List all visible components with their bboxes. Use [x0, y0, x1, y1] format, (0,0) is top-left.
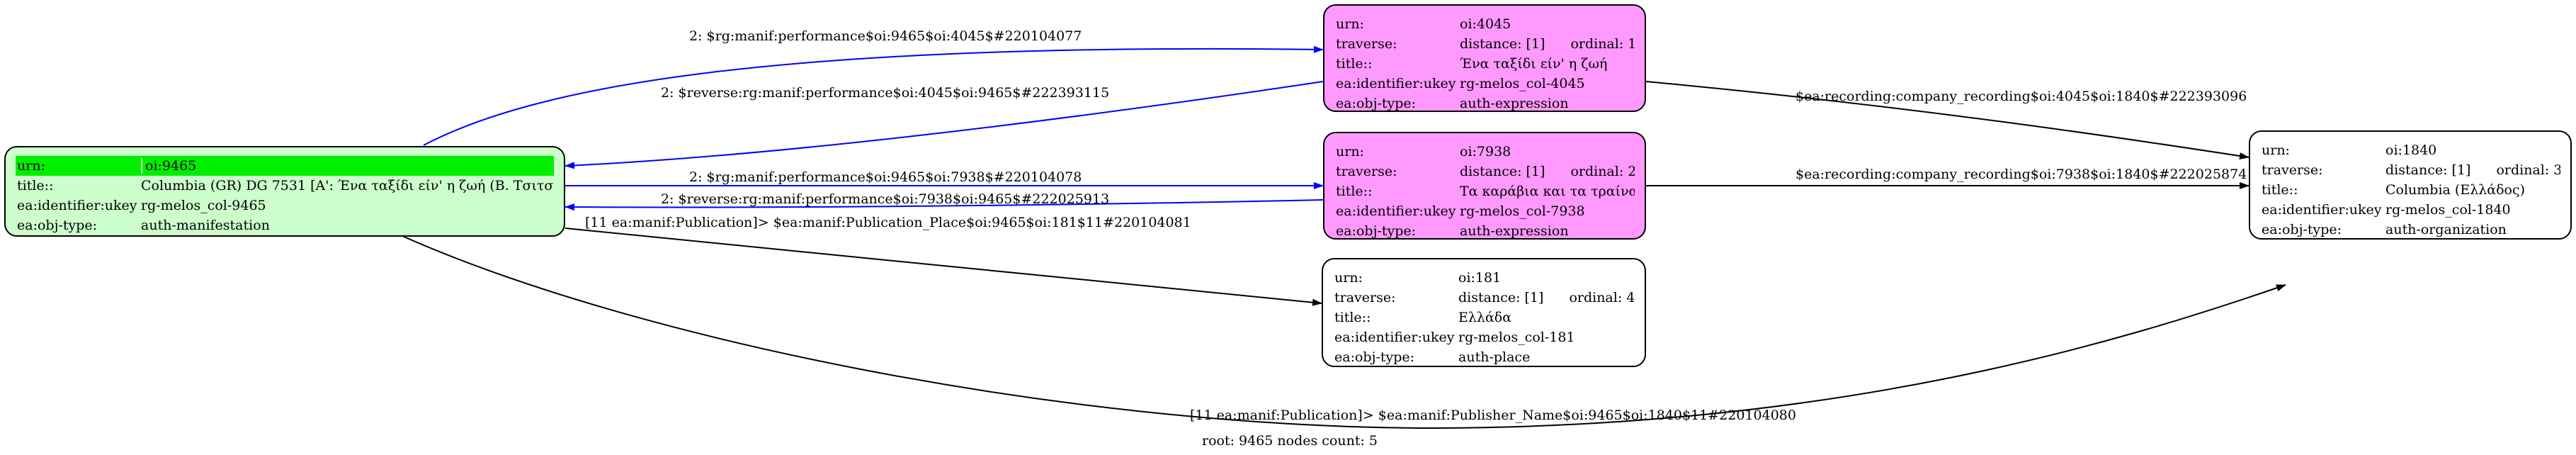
node-value: distance: [1]ordinal: 3: [2385, 162, 2560, 178]
node-row-urn: urn: oi:7938: [1334, 142, 1635, 162]
node-expression-4045[interactable]: urn: oi:4045 traverse: distance: [1]ordi…: [1323, 4, 1646, 112]
node-key: urn:: [1336, 144, 1364, 159]
node-row-traverse: traverse: distance: [1]ordinal: 3: [2260, 160, 2560, 180]
node-row-traverse: traverse: distance: [1]ordinal: 2: [1334, 162, 1635, 181]
edge-label-company-recording-4045-1840: $ea:recording:company_recording$oi:4045$…: [1795, 89, 2247, 104]
node-key: ea:obj-type:: [1334, 349, 1415, 365]
node-key: ea:obj-type:: [1336, 96, 1417, 111]
edge-publication-place-9465-181: [564, 228, 1322, 306]
node-key: traverse:: [1334, 290, 1396, 305]
node-row-obj-type: ea:obj-type: auth-place: [1333, 347, 1635, 367]
node-key: ea:identifier:ukey: [1336, 203, 1456, 219]
edge-reverse-performance-4045-9465: [564, 81, 1324, 169]
node-key: title::: [1334, 310, 1371, 325]
edge-label-company-recording-7938-1840: $ea:recording:company_recording$oi:7938$…: [1795, 167, 2247, 182]
node-row-traverse: traverse: distance: [1]ordinal: 1: [1334, 34, 1635, 54]
node-key: urn:: [1334, 270, 1363, 286]
node-row-urn: urn: oi:181: [1333, 268, 1635, 288]
node-value: oi:9465: [145, 158, 197, 174]
node-row-identifier: ea:identifier:ukey rg-melos_col-181: [1333, 327, 1635, 347]
node-key: traverse:: [1336, 36, 1397, 52]
node-row-title: title:: Ελλάδα: [1333, 308, 1635, 327]
node-key: urn:: [2262, 142, 2290, 158]
node-row-obj-type: ea:obj-type: auth-manifestation: [16, 215, 554, 235]
node-key: ea:identifier:ukey: [2262, 202, 2382, 218]
node-expression-7938[interactable]: urn: oi:7938 traverse: distance: [1]ordi…: [1323, 132, 1646, 240]
node-key: urn:: [16, 158, 142, 174]
node-row-title: title:: Τα καράβια και τα τραίνα: [1334, 181, 1635, 201]
node-value: auth-manifestation: [141, 218, 270, 233]
node-key: ea:obj-type:: [17, 218, 98, 233]
node-row-identifier: ea:identifier:ukey rg-melos_col-7938: [1334, 201, 1635, 221]
node-value: distance: [1]ordinal: 2: [1460, 164, 1635, 179]
node-row-urn: urn: oi:9465: [16, 156, 554, 176]
edge-company-recording-4045-1840: [1645, 81, 2249, 159]
node-key: ea:identifier:ukey: [17, 198, 137, 213]
node-key: title::: [1336, 184, 1373, 199]
node-key: title::: [2262, 182, 2298, 198]
edge-reverse-performance-7938-9465: [564, 199, 1324, 211]
node-value: auth-expression: [1460, 223, 1569, 239]
node-row-title: title:: Columbia (Ελλάδος): [2260, 180, 2560, 200]
node-place-181[interactable]: urn: oi:181 traverse: distance: [1]ordin…: [1322, 258, 1646, 367]
node-row-obj-type: ea:obj-type: auth-organization: [2260, 220, 2560, 240]
node-value: Columbia (GR) DG 7531 [Α': Ένα ταξίδι εί…: [141, 178, 554, 193]
node-row-title: title:: Ένα ταξίδι είν' η ζωή: [1334, 54, 1635, 74]
node-value: oi:1840: [2385, 142, 2437, 158]
node-value: oi:7938: [1460, 144, 1511, 159]
node-row-urn: urn: oi:1840: [2260, 140, 2560, 160]
node-key: urn:: [1336, 16, 1364, 32]
node-key: ea:obj-type:: [1336, 223, 1417, 239]
node-value: oi:181: [1458, 270, 1502, 286]
node-key: ea:identifier:ukey: [1334, 330, 1455, 345]
node-value: rg-melos_col-9465: [141, 198, 266, 213]
node-value: rg-melos_col-7938: [1460, 203, 1585, 219]
node-value: rg-melos_col-181: [1458, 330, 1575, 345]
graph-footer: root: 9465 nodes count: 5: [1202, 433, 1378, 449]
node-value: Ένα ταξίδι είν' η ζωή: [1460, 56, 1608, 72]
node-key: ea:identifier:ukey: [1336, 76, 1456, 91]
node-value: Τα καράβια και τα τραίνα: [1460, 184, 1635, 199]
node-key: traverse:: [1336, 164, 1397, 179]
node-row-traverse: traverse: distance: [1]ordinal: 4: [1333, 288, 1635, 308]
edge-publisher-name-9465-1840: [402, 235, 2286, 429]
node-row-obj-type: ea:obj-type: auth-expression: [1334, 94, 1635, 113]
node-value: distance: [1]ordinal: 4: [1458, 290, 1635, 305]
edge-label-reverse-performance-4045-9465: 2: $reverse:rg:manif:performance$oi:4045…: [661, 85, 1109, 101]
node-value: auth-organization: [2385, 222, 2507, 237]
node-key: title::: [17, 178, 54, 193]
node-value: rg-melos_col-1840: [2385, 202, 2511, 218]
edge-label-reverse-performance-7938-9465: 2: $reverse:rg:manif:performance$oi:7938…: [661, 191, 1109, 207]
node-value: oi:4045: [1460, 16, 1511, 32]
node-row-obj-type: ea:obj-type: auth-expression: [1334, 221, 1635, 241]
node-value: auth-expression: [1460, 96, 1569, 111]
node-value: rg-melos_col-4045: [1460, 76, 1585, 91]
node-key: ea:obj-type:: [2262, 222, 2342, 237]
edge-label-performance-9465-4045: 2: $rg:manif:performance$oi:9465$oi:4045…: [689, 28, 1082, 44]
node-key: traverse:: [2262, 162, 2323, 178]
node-row-title: title:: Columbia (GR) DG 7531 [Α': Ένα τ…: [16, 176, 554, 196]
node-organization-1840[interactable]: urn: oi:1840 traverse: distance: [1]ordi…: [2249, 130, 2572, 240]
node-value: Ελλάδα: [1458, 310, 1512, 325]
edge-label-publisher-name-9465-1840: [11 ea:manif:Publication]> $ea:manif:Pub…: [1190, 408, 1796, 423]
node-row-urn: urn: oi:4045: [1334, 14, 1635, 34]
edge-performance-9465-4045: [423, 45, 1324, 146]
node-manifestation-9465[interactable]: urn: oi:9465 title:: Columbia (GR) DG 75…: [4, 146, 565, 237]
node-row-identifier: ea:identifier:ukey rg-melos_col-4045: [1334, 74, 1635, 94]
node-value: Columbia (Ελλάδος): [2385, 182, 2526, 198]
node-row-identifier: ea:identifier:ukey rg-melos_col-1840: [2260, 200, 2560, 220]
node-key: title::: [1336, 56, 1373, 72]
edge-label-publication-place-9465-181: [11 ea:manif:Publication]> $ea:manif:Pub…: [585, 215, 1191, 230]
edge-label-performance-9465-7938: 2: $rg:manif:performance$oi:9465$oi:7938…: [689, 169, 1082, 185]
node-value: distance: [1]ordinal: 1: [1460, 36, 1635, 52]
node-row-identifier: ea:identifier:ukey rg-melos_col-9465: [16, 196, 554, 215]
node-value: auth-place: [1458, 349, 1531, 365]
